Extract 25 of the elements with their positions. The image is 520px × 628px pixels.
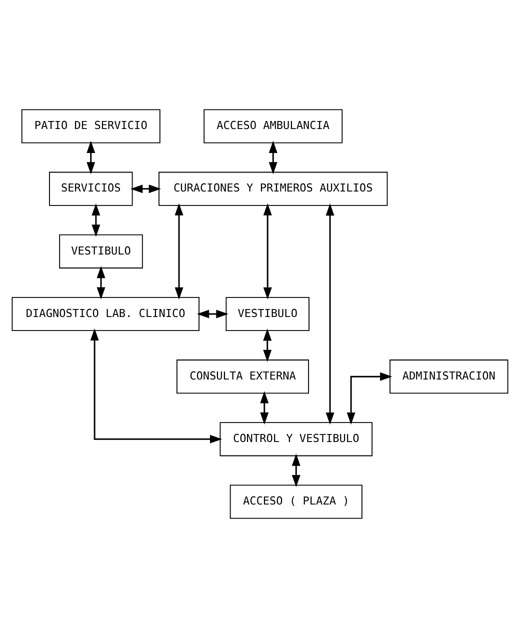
arrow xyxy=(90,328,222,444)
node-box: ACCESO AMBULANCIA xyxy=(204,109,343,144)
arrow xyxy=(292,454,300,488)
arrow xyxy=(92,203,100,237)
node-box: CONTROL Y VESTIBULO xyxy=(220,422,373,456)
arrow xyxy=(263,203,272,300)
arrow xyxy=(268,140,278,174)
arrow xyxy=(263,328,272,362)
arrow xyxy=(86,140,96,174)
node-box: CONSULTA EXTERNA xyxy=(176,360,309,394)
arrow xyxy=(96,266,106,300)
node-box: ADMINISTRACION xyxy=(390,360,508,394)
arrow xyxy=(196,310,228,318)
node-box: ACCESO ( PLAZA ) xyxy=(230,484,362,519)
arrow xyxy=(130,184,162,194)
node-box: DIAGNOSTICO LAB. CLINICO xyxy=(12,296,200,332)
node-box: VESTIBULO xyxy=(226,296,310,332)
arrow xyxy=(174,203,184,300)
node-box: VESTIBULO xyxy=(59,234,143,268)
arrow xyxy=(260,391,269,425)
arrow xyxy=(346,372,392,425)
node-box: SERVICIOS xyxy=(49,172,133,206)
arrow xyxy=(326,203,334,425)
node-box: PATIO DE SERVICIO xyxy=(21,109,160,144)
node-box: CURACIONES Y PRIMEROS AUXILIOS xyxy=(158,172,388,206)
